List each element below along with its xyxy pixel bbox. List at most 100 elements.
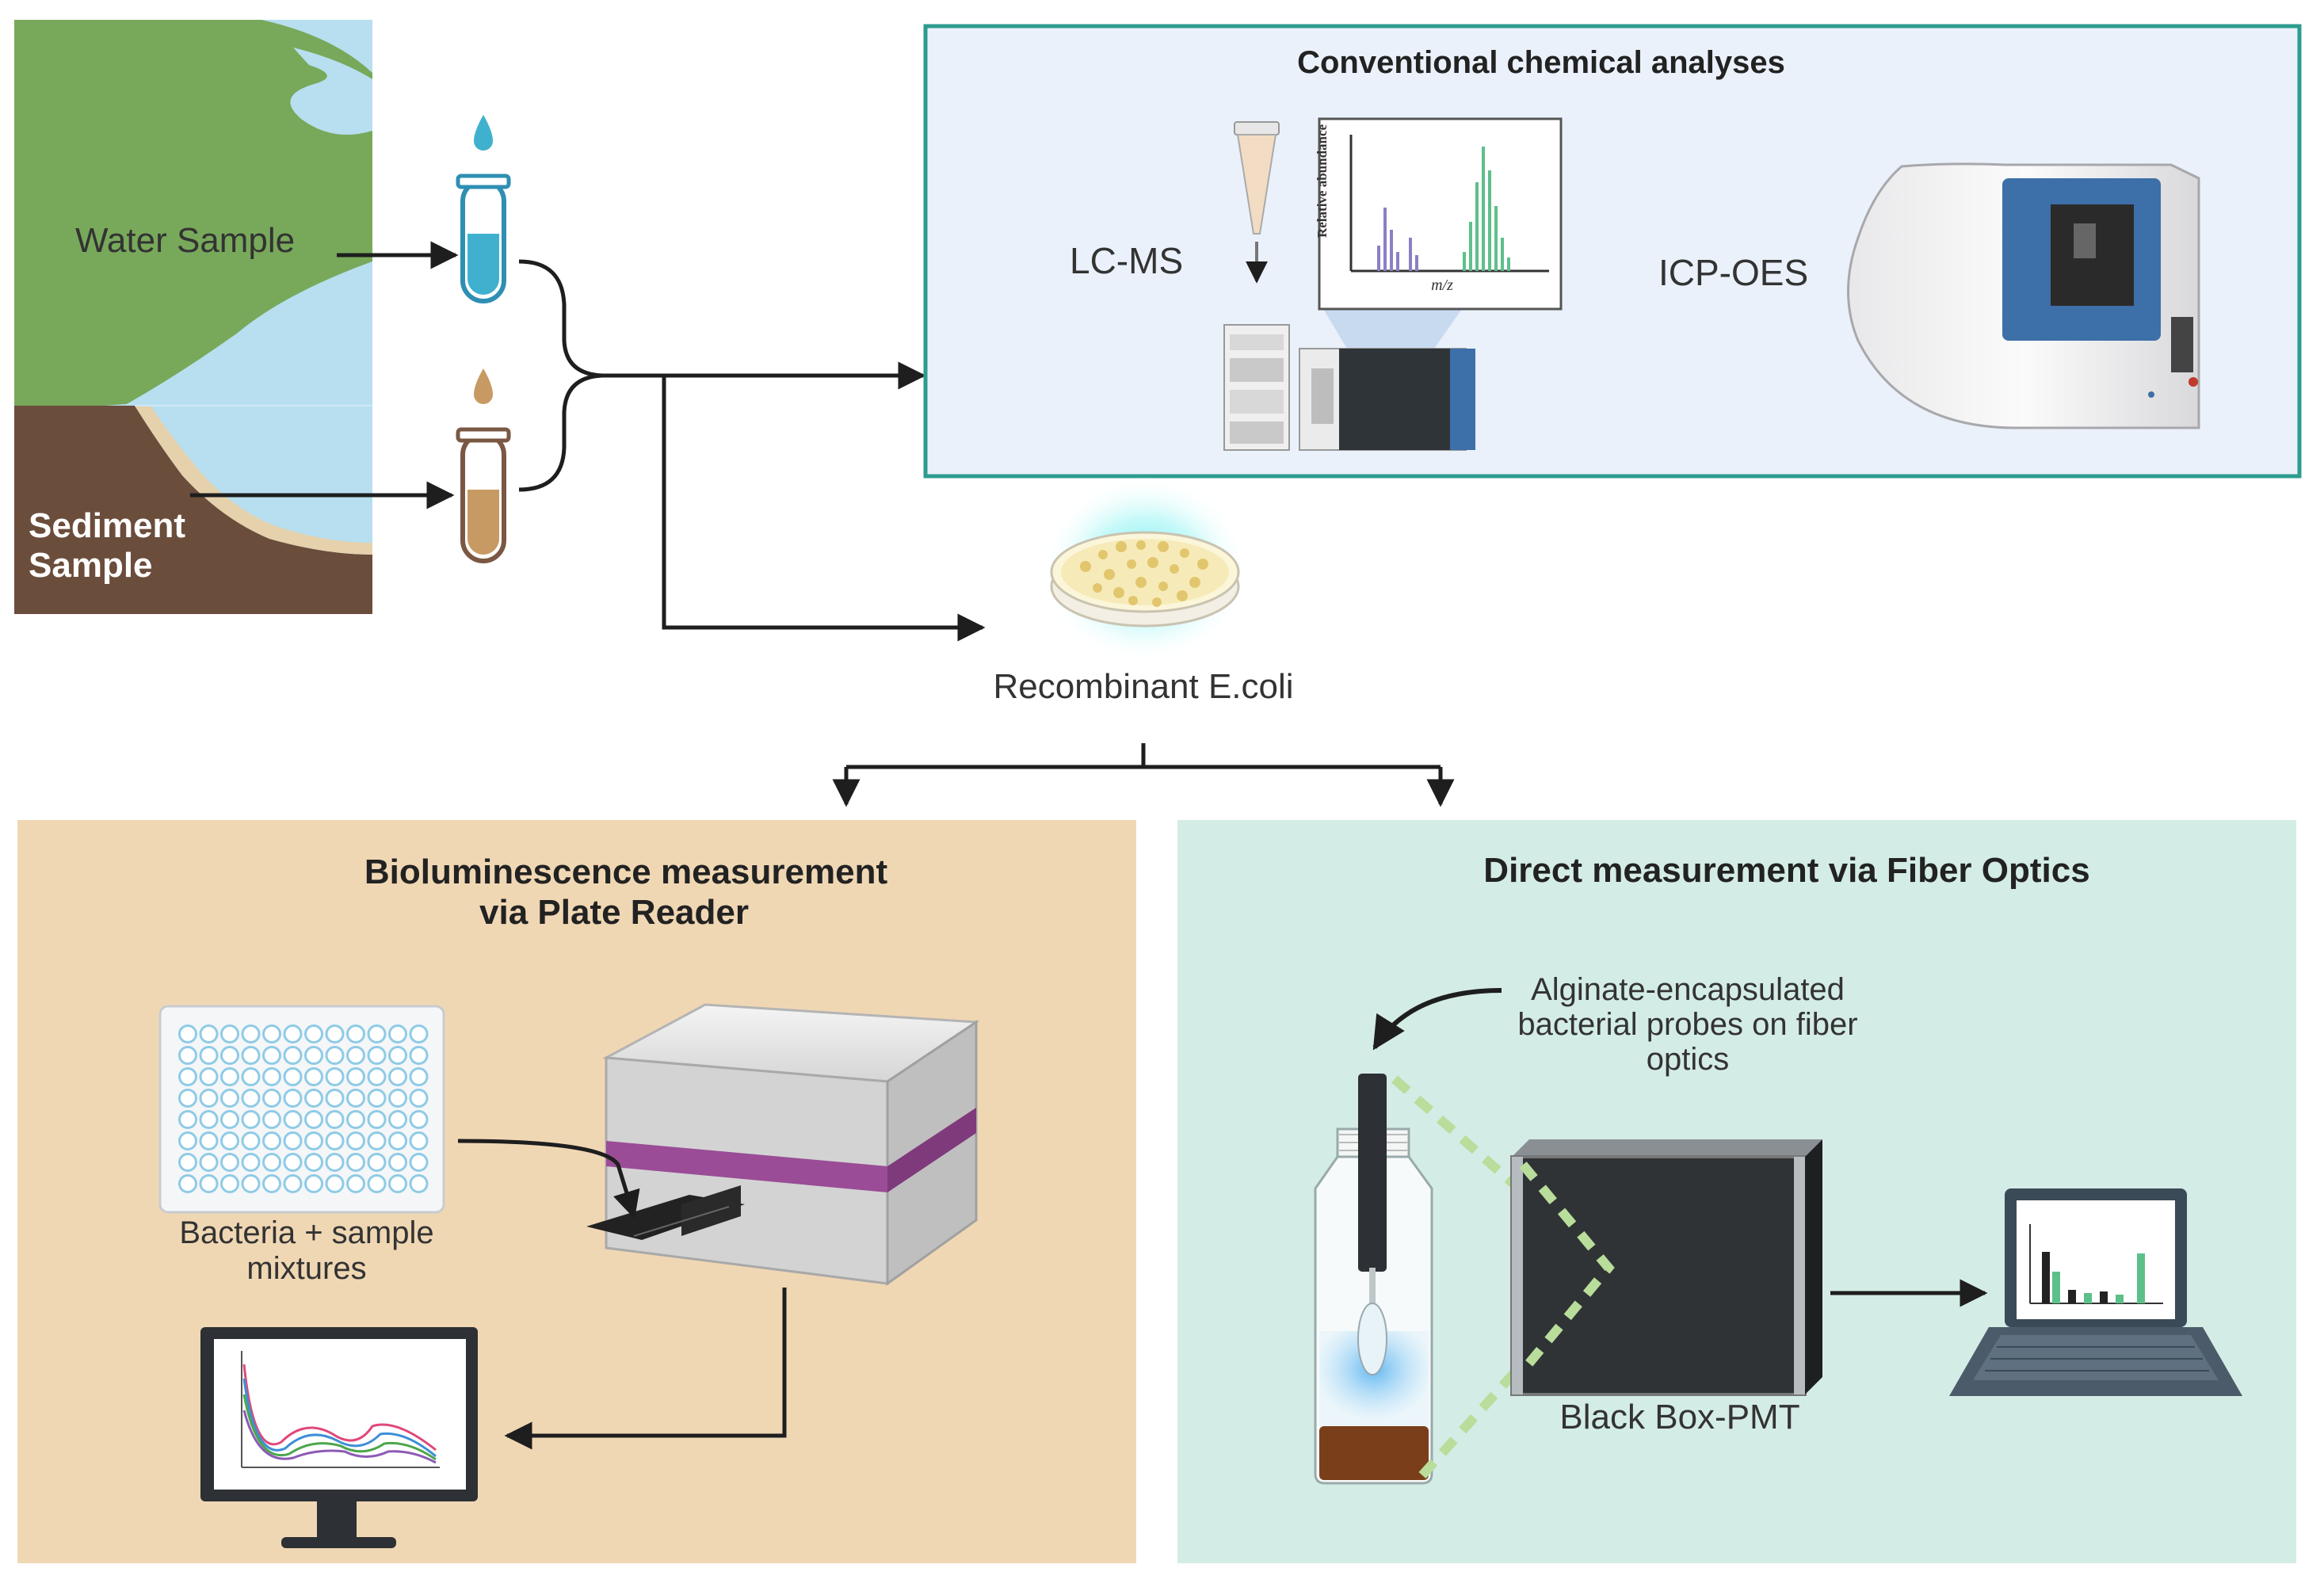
plate-well [367, 1174, 387, 1193]
plate-well [325, 1110, 345, 1129]
plate-well [262, 1153, 281, 1172]
merge-brace [518, 259, 986, 642]
plate-well [346, 1089, 365, 1108]
plate-well [283, 1046, 303, 1065]
plate-well [409, 1174, 429, 1193]
plate-well [241, 1067, 261, 1086]
plate-well [367, 1110, 387, 1129]
plate-well [409, 1110, 429, 1129]
plate-well [220, 1067, 239, 1086]
lcms-label: LC-MS [1070, 240, 1184, 281]
plate-well [388, 1046, 407, 1065]
plate-well [388, 1131, 407, 1150]
plate-well [346, 1067, 365, 1086]
alginate-label-line3: optics [1646, 1042, 1730, 1077]
plate-well [199, 1024, 219, 1043]
bioluminescence-title-line2: via Plate Reader [479, 893, 749, 932]
plate-well [220, 1153, 239, 1172]
plate-well [388, 1067, 407, 1086]
reader-to-monitor-arrow [504, 1288, 787, 1450]
plate-well [367, 1024, 387, 1043]
water-sample-tube [456, 115, 511, 303]
landscape-illustration [14, 20, 372, 614]
plate-well [367, 1153, 387, 1172]
plate-well [388, 1089, 407, 1108]
plate-well [409, 1131, 429, 1150]
plate-well [346, 1153, 365, 1172]
bacteria-mix-label-line1: Bacteria + sample [179, 1215, 434, 1250]
well-plate [158, 1005, 445, 1214]
plate-well [388, 1024, 407, 1043]
plate-well [220, 1024, 239, 1043]
plate-well [388, 1110, 407, 1129]
plate-well [199, 1046, 219, 1065]
plate-well [220, 1110, 239, 1129]
plate-well [262, 1046, 281, 1065]
plate-well [241, 1089, 261, 1108]
alginate-label-line2: bacterial probes on fiber [1517, 1007, 1858, 1042]
laptop [1949, 1188, 2242, 1396]
lcms-instrument [1223, 324, 1475, 451]
plate-well [199, 1131, 219, 1150]
plate-well [262, 1174, 281, 1193]
plate-to-reader-arrow [457, 1139, 640, 1219]
icp-oes-instrument [1847, 162, 2200, 429]
plate-well [409, 1153, 429, 1172]
plate-well [283, 1110, 303, 1129]
conventional-panel-title: Conventional chemical analyses [1297, 45, 1785, 80]
plate-well [325, 1153, 345, 1172]
plate-well [178, 1024, 197, 1043]
plate-well [409, 1089, 429, 1108]
ms-x-axis-label: m/z [1431, 277, 1453, 294]
plate-well [220, 1046, 239, 1065]
plate-well [199, 1153, 219, 1172]
plate-well [199, 1089, 219, 1108]
plate-well [283, 1089, 303, 1108]
mass-spectrum-inset [1318, 117, 1563, 349]
plate-well [220, 1174, 239, 1193]
sediment-sample-label-line2: Sample [29, 546, 153, 585]
plate-well [325, 1067, 345, 1086]
plate-well [262, 1067, 281, 1086]
plate-well [199, 1067, 219, 1086]
plate-well [346, 1046, 365, 1065]
plate-well [304, 1153, 323, 1172]
plate-well [325, 1089, 345, 1108]
alginate-label-line1: Alginate-encapsulated [1531, 972, 1845, 1007]
vial-with-fiber [1314, 1074, 1433, 1485]
ms-y-axis-label: Relative abundance [1315, 124, 1330, 238]
plate-well [220, 1131, 239, 1150]
plate-well [262, 1089, 281, 1108]
plate-well [409, 1046, 429, 1065]
plate-well [325, 1024, 345, 1043]
fiber-optics-title: Direct measurement via Fiber Optics [1483, 851, 2090, 890]
plate-well [304, 1131, 323, 1150]
plate-well [346, 1174, 365, 1193]
sediment-sample-tube [456, 368, 511, 563]
fiber-dashed-lines [1391, 1075, 1612, 1479]
plate-well [283, 1174, 303, 1193]
plate-well [304, 1089, 323, 1108]
sediment-sample-label-line1: Sediment [29, 506, 186, 545]
lcms-sample-tube [1234, 121, 1280, 284]
plate-well [304, 1046, 323, 1065]
plate-well [367, 1131, 387, 1150]
plate-well [325, 1131, 345, 1150]
plate-well [367, 1067, 387, 1086]
monitor [200, 1327, 478, 1548]
water-sample-label: Water Sample [75, 221, 296, 260]
petri-dish [1042, 475, 1248, 662]
plate-well [346, 1131, 365, 1150]
split-arrows [832, 743, 1455, 807]
black-box-pmt-label: Black Box-PMT [1559, 1398, 1800, 1436]
plate-well [304, 1067, 323, 1086]
plate-well [220, 1089, 239, 1108]
plate-well [241, 1174, 261, 1193]
plate-well [178, 1046, 197, 1065]
plate-well [409, 1067, 429, 1086]
probe-pointer-arrow [1372, 988, 1502, 1051]
plate-well [304, 1110, 323, 1129]
sample-arrows [190, 241, 459, 509]
